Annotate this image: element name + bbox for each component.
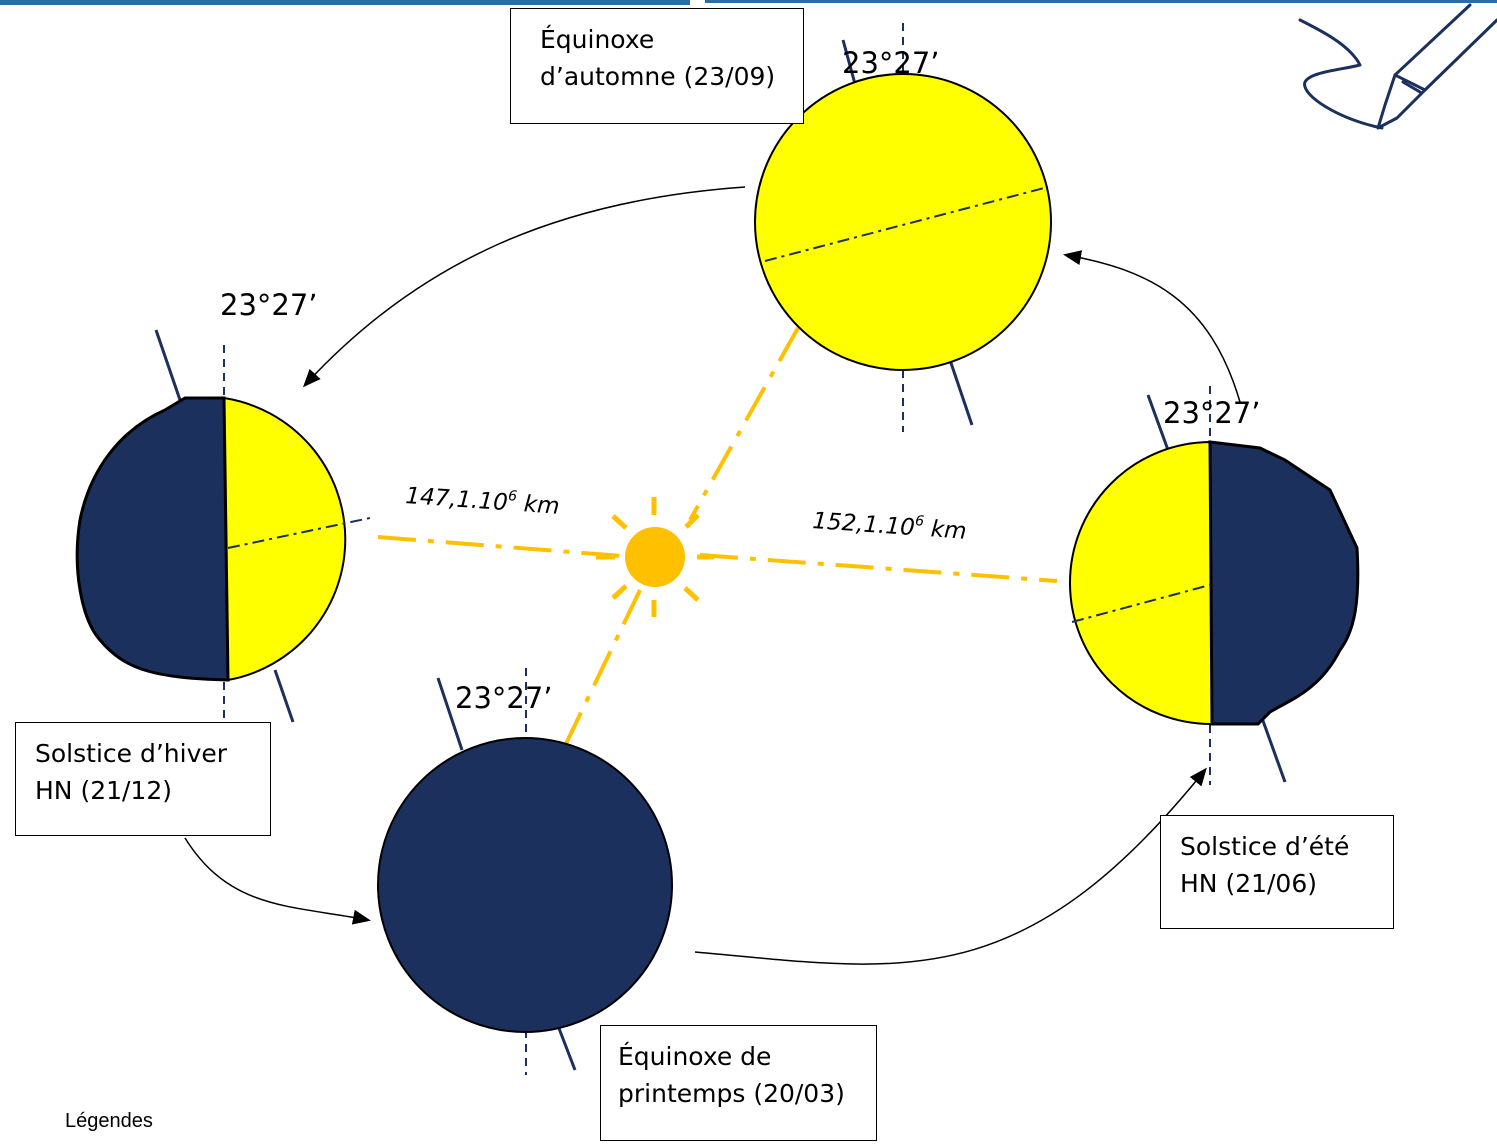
tilt-label-winter: 23°27’ [220,288,318,322]
label-spring-equinox: Équinoxe de printemps (20/03) [600,1025,877,1141]
line-sun-summer [699,553,1058,583]
label-spring-line1: Équinoxe de [618,1042,772,1071]
label-summer-solstice: Solstice d’été HN (21/06) [1160,815,1394,929]
earth-spring [377,668,673,1075]
label-summer-line1: Solstice d’été [1180,832,1350,861]
orbit-arrow-winter-spring [184,837,371,925]
orbit-arrow-spring-summer [694,767,1207,965]
pen-icon[interactable] [1298,3,1497,130]
label-spring-line2: printemps (20/03) [618,1079,845,1108]
label-autumn-equinox: Équinoxe d’automne (23/09) [510,8,804,124]
earth-summer [1069,386,1360,785]
tilt-label-spring: 23°27’ [455,681,553,715]
label-summer-line2: HN (21/06) [1180,869,1317,898]
orbit-arrow-autumn-winter [302,186,746,388]
orbit-arrow-summer-autumn [1063,250,1241,403]
earth-autumn [754,23,1052,432]
line-sun-spring [560,589,642,753]
label-winter-line1: Solstice d’hiver [35,739,228,768]
label-autumn-line2: d’automne (23/09) [540,62,776,91]
legend-title: Légendes [65,1110,153,1132]
sun-icon [596,497,714,617]
top-border-right [705,0,1497,3]
tilt-label-autumn: 23°27’ [842,46,940,80]
tilt-label-summer: 23°27’ [1163,396,1261,430]
earth-winter [75,329,371,723]
label-winter-line2: HN (21/12) [35,776,172,805]
distance-label-perihelion: 147,1.106 km [405,481,561,520]
top-border [0,0,690,5]
label-winter-solstice: Solstice d’hiver HN (21/12) [15,722,271,836]
distance-label-aphelion: 152,1.106 km [812,506,968,545]
line-sun-autumn [688,327,800,521]
label-autumn-line1: Équinoxe [540,25,655,54]
line-sun-winter [377,535,623,558]
